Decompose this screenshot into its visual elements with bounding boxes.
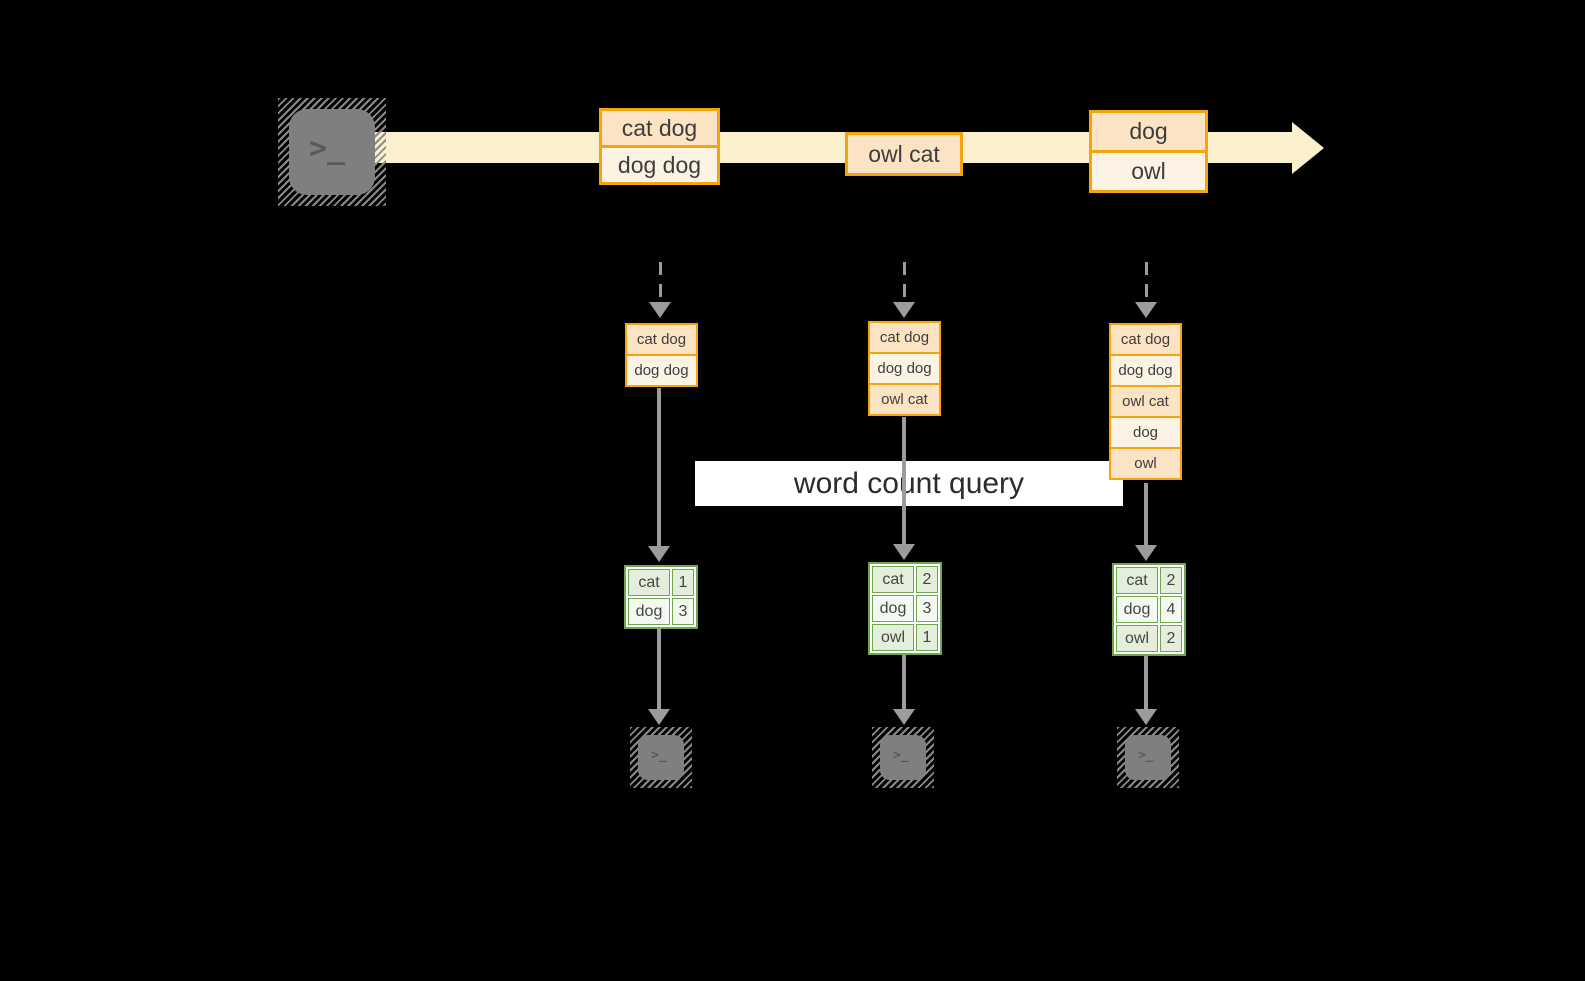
buffered-record: dog dog <box>627 354 696 385</box>
flow-arrow <box>902 417 906 544</box>
word-cell: cat <box>628 569 670 596</box>
word-cell: owl <box>1116 625 1158 652</box>
buffered-records-box: cat dog dog dog owl cat dog owl <box>1109 323 1182 480</box>
word-count-table: cat 1 dog 3 <box>624 565 698 629</box>
count-cell: 2 <box>1160 625 1182 652</box>
terminal-prompt-glyph: >_ <box>1138 748 1154 763</box>
output-terminal-icon: >_ <box>630 727 692 788</box>
buffered-record: cat dog <box>627 325 696 354</box>
count-cell: 3 <box>672 598 694 625</box>
word-count-query-label: word count query <box>793 466 1025 500</box>
stream-event-box: owl cat <box>845 132 963 176</box>
flow-arrow-head <box>893 544 915 560</box>
stream-event-box: dog owl <box>1089 110 1208 193</box>
count-cell: 1 <box>916 624 938 651</box>
ingest-arrow-head <box>1135 302 1157 318</box>
flow-arrow-head <box>893 709 915 725</box>
word-cell: cat <box>872 566 914 593</box>
ingest-arrow-head <box>649 302 671 318</box>
terminal-prompt-glyph: >_ <box>893 748 909 763</box>
buffered-record: dog dog <box>870 352 939 383</box>
buffered-records-box: cat dog dog dog <box>625 323 698 387</box>
buffered-record: owl cat <box>870 383 939 414</box>
ingest-arrow-dashed <box>658 262 662 302</box>
terminal-icon: >_ <box>1125 735 1171 780</box>
flow-arrow-head <box>1135 545 1157 561</box>
output-terminal-icon: >_ <box>1117 727 1179 788</box>
word-cell: dog <box>628 598 670 625</box>
terminal-icon: >_ <box>880 735 926 780</box>
terminal-prompt-glyph: >_ <box>309 131 346 166</box>
stream-event-text: dog <box>1092 113 1205 150</box>
count-cell: 3 <box>916 595 938 622</box>
buffered-record: owl cat <box>1111 385 1180 416</box>
ingest-arrow-head <box>893 302 915 318</box>
word-cell: dog <box>872 595 914 622</box>
count-cell: 2 <box>1160 567 1182 594</box>
ingest-arrow-dashed <box>1144 262 1148 302</box>
flow-arrow-head <box>1135 709 1157 725</box>
count-cell: 1 <box>672 569 694 596</box>
buffered-record: dog <box>1111 416 1180 447</box>
stream-event-text: dog dog <box>602 145 717 182</box>
buffered-record: cat dog <box>1111 325 1180 354</box>
word-count-table: cat 2 dog 3 owl 1 <box>868 562 942 655</box>
terminal-icon: >_ <box>638 735 684 780</box>
flow-arrow-head <box>648 546 670 562</box>
stream-event-text: owl cat <box>848 135 960 173</box>
buffered-record: dog dog <box>1111 354 1180 385</box>
stream-event-text: cat dog <box>602 111 717 145</box>
flow-arrow <box>657 388 661 546</box>
count-cell: 4 <box>1160 596 1182 623</box>
ingest-arrow-dashed <box>902 262 906 302</box>
word-cell: owl <box>872 624 914 651</box>
flow-arrow <box>1144 656 1148 709</box>
word-cell: cat <box>1116 567 1158 594</box>
count-cell: 2 <box>916 566 938 593</box>
flow-arrow-head <box>648 709 670 725</box>
word-count-table: cat 2 dog 4 owl 2 <box>1112 563 1186 656</box>
buffered-record: owl <box>1111 447 1180 478</box>
output-terminal-icon: >_ <box>872 727 934 788</box>
flow-arrow <box>1144 483 1148 545</box>
word-count-query-banner: word count query <box>695 461 1123 506</box>
buffered-record: cat dog <box>870 323 939 352</box>
terminal-icon: >_ <box>289 109 375 195</box>
source-terminal-icon: >_ <box>278 98 386 206</box>
terminal-prompt-glyph: >_ <box>651 748 667 763</box>
buffered-records-box: cat dog dog dog owl cat <box>868 321 941 416</box>
flow-arrow <box>902 655 906 709</box>
word-cell: dog <box>1116 596 1158 623</box>
stream-event-text: owl <box>1092 150 1205 190</box>
flow-arrow <box>657 628 661 709</box>
stream-event-box: cat dog dog dog <box>599 108 720 185</box>
stream-arrow-head <box>1292 122 1324 174</box>
